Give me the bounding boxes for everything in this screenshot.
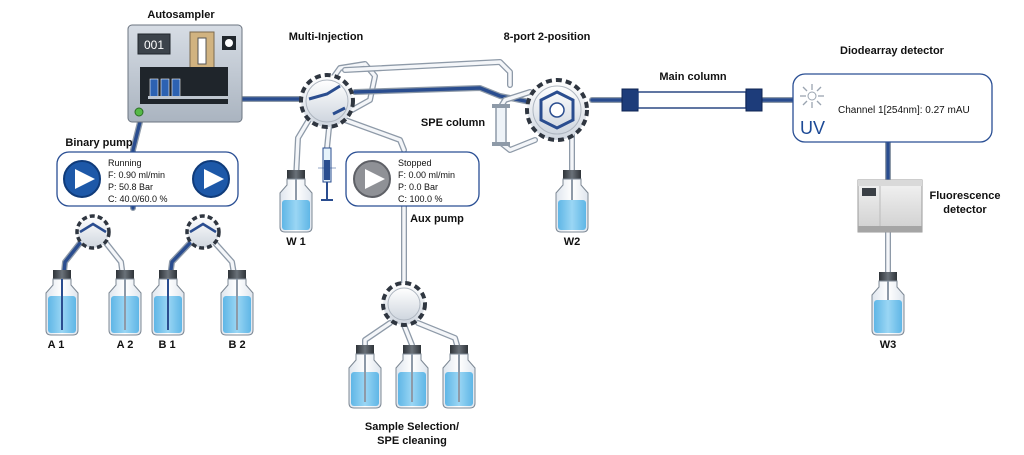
multi-injection-valve[interactable] xyxy=(299,73,355,129)
uv-channel-reading: Channel 1[254nm]: 0.27 mAU xyxy=(838,105,970,116)
dip-tubes xyxy=(61,179,889,402)
bottle-a1-label: A 1 xyxy=(48,339,65,351)
eight-port-label: 8-port 2-position xyxy=(504,31,591,43)
sample-selection-label-line2: SPE cleaning xyxy=(377,435,447,447)
pump-b-inlet-valve xyxy=(185,214,221,250)
bottle-b2-label: B 2 xyxy=(228,339,245,351)
sample-vial-2 xyxy=(160,78,170,98)
bottle-b1-label: B 1 xyxy=(158,339,175,351)
eight-port-valve[interactable] xyxy=(525,78,589,142)
binary-pump-pressure: P: 50.8 Bar xyxy=(108,182,153,192)
uv-text: UV xyxy=(800,118,825,138)
bottle-w1 xyxy=(279,170,313,233)
fluorescence-label-line1: Fluorescence xyxy=(930,190,1001,202)
aux-pump-flow: F: 0.00 ml/min xyxy=(398,170,455,180)
spe-column-label: SPE column xyxy=(421,117,485,129)
autosampler-display xyxy=(137,33,171,55)
pump-a-running-icon xyxy=(63,160,101,198)
aux-pump-stopped-icon xyxy=(353,160,391,198)
lamp-icon xyxy=(800,84,824,108)
autosampler-label: Autosampler xyxy=(147,9,215,21)
binary-pump-composition: C: 40.0/60.0 % xyxy=(108,194,168,204)
bottle-a2-label: A 2 xyxy=(117,339,134,351)
bottle-w3-label: W3 xyxy=(880,339,897,351)
binary-pump[interactable]: Running F: 0.90 ml/min P: 50.8 Bar C: 40… xyxy=(56,151,239,207)
pump-b-running-icon xyxy=(192,160,230,198)
multi-injection-label: Multi-Injection xyxy=(289,31,364,43)
sample-vial-3 xyxy=(171,78,181,98)
binary-pump-label: Binary pump xyxy=(65,137,133,149)
uv-detector[interactable]: UV Channel 1[254nm]: 0.27 mAU xyxy=(792,73,993,143)
binary-pump-flow: F: 0.90 ml/min xyxy=(108,170,165,180)
autosampler-display-text: 001 xyxy=(144,38,164,52)
fluorescence-label-line2: detector xyxy=(943,204,987,216)
main-column-label: Main column xyxy=(659,71,727,83)
aux-pump-pressure: P: 0.0 Bar xyxy=(398,182,438,192)
aux-pump-label: Aux pump xyxy=(410,213,464,225)
aux-pump[interactable]: Stopped F: 0.00 ml/min P: 0.0 Bar C: 100… xyxy=(345,151,480,207)
sample-selection-valve[interactable] xyxy=(381,281,427,327)
bottle-w3 xyxy=(871,272,905,336)
diodearray-label: Diodearray detector xyxy=(840,45,945,57)
pump-a-inlet-valve xyxy=(75,214,111,250)
sample-selection-label-line1: Sample Selection/ xyxy=(365,421,459,433)
aux-pump-composition: C: 100.0 % xyxy=(398,194,443,204)
bottle-w1-label: W 1 xyxy=(286,236,306,248)
fluorescence-detector[interactable] xyxy=(857,179,923,233)
bottle-w2 xyxy=(555,170,589,233)
aux-pump-status: Stopped xyxy=(398,158,432,168)
syringe-icon xyxy=(318,147,336,201)
autosampler[interactable]: 001 xyxy=(127,24,243,123)
binary-pump-status: Running xyxy=(108,158,142,168)
autosampler-status-led xyxy=(134,107,144,117)
main-column xyxy=(621,88,763,112)
spe-column xyxy=(492,104,510,146)
bottle-w2-label: W2 xyxy=(564,236,581,248)
sample-vial-1 xyxy=(149,78,159,98)
